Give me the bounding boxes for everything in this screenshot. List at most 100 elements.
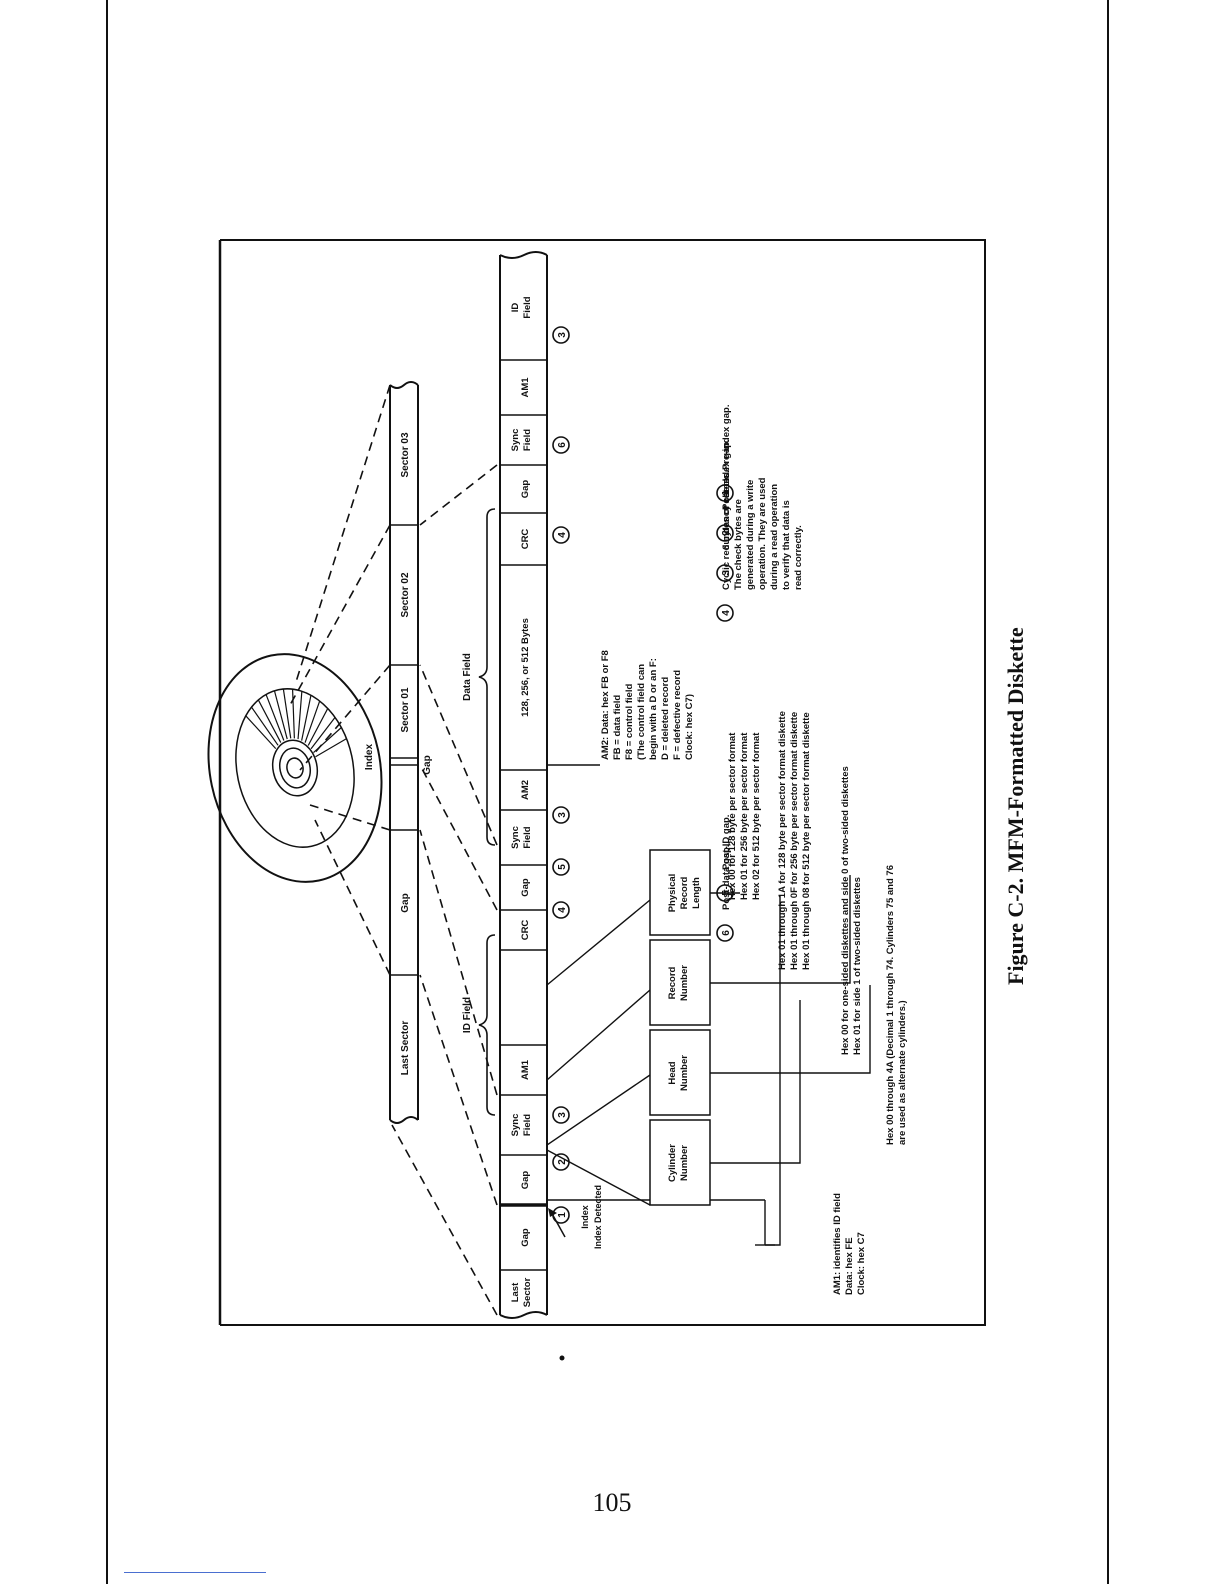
right-page-rule: [1107, 0, 1109, 1584]
am2-note: AM2: Data: hex FB or F8FB = data fieldF8…: [600, 650, 695, 760]
head-note: Hex 00 for one-sided diskettes and side …: [840, 766, 863, 1055]
top-track-cell-label: Last Sector: [400, 1021, 411, 1076]
dashed-line: [419, 974, 498, 1206]
svg-text:5: 5: [721, 890, 732, 896]
main-track-labels: LastSectorGapGapSyncFieldAM1CRCGapSyncFi…: [510, 296, 533, 1307]
subfield-label: PhysicalRecordLength: [667, 874, 702, 913]
id-field-brace: [478, 934, 496, 1116]
legend-entry: 4 Cyclic redundancy check.The check bytes…: [716, 473, 804, 622]
legend-entry: 2 Post-index gap.: [716, 439, 734, 542]
main-track-strip: LastSectorGapGapSyncFieldAM1CRCGapSyncFi…: [499, 251, 570, 1319]
id-field-label: ID Field: [462, 997, 473, 1033]
left-page-rule: [106, 0, 108, 1584]
figure-caption: Figure C-2. MFM-Formatted Diskette: [1003, 627, 1028, 985]
top-gap-label: Gap: [422, 755, 433, 774]
circled-marker-3: 3: [552, 806, 570, 824]
disk-ray: [297, 691, 303, 740]
top-track-cell-label: Sector 01: [400, 687, 411, 732]
bottom-link-rule: [124, 1572, 266, 1573]
top-track-dividers: [390, 524, 418, 976]
subfield-label: CylinderNumber: [667, 1144, 690, 1182]
legend: 1 Pre-index gap. 2 Post-index gap.36 bytes …: [716, 405, 804, 942]
disk-ray: [304, 700, 321, 743]
subfield-fan: [546, 899, 766, 1246]
svg-text:2: 2: [721, 530, 732, 536]
legend-entry: 36 bytes of zeroes.: [716, 470, 734, 582]
svg-text:6: 6: [557, 442, 568, 448]
main-track-cell-label: IDField: [510, 296, 533, 318]
dashed-line: [419, 829, 498, 1096]
subfield-box: HeadNumber: [649, 1029, 711, 1116]
legend-text: Cyclic redundancy check.The check bytes …: [721, 473, 804, 590]
svg-text:4: 4: [557, 532, 568, 538]
dashed-line: [299, 664, 391, 771]
index-detected-1: Index: [580, 1205, 590, 1229]
disk-ray: [257, 699, 282, 743]
main-track-cell-label: Gap: [520, 878, 531, 897]
legend-entry: 1 Pre-index gap.: [716, 405, 734, 502]
cylinder-note: Hex 00 through 4A (Decimal 1 through 74.…: [885, 865, 908, 1145]
main-track-cell-label: 128, 256, or 512 Bytes: [520, 618, 531, 717]
main-track-cell-label: AM2: [520, 780, 531, 800]
disk-sector-lines: [245, 688, 347, 758]
svg-text:1: 1: [557, 1212, 568, 1218]
main-track-cell-label: LastSector: [510, 1277, 533, 1307]
index-arrow-head: [548, 1208, 557, 1217]
main-track-cell-label: CRC: [520, 920, 531, 941]
index-detected-label: Index Detected: [593, 1185, 603, 1249]
svg-text:4: 4: [557, 907, 568, 913]
top-track-cell-label: Sector 03: [400, 432, 411, 477]
dashed-line: [419, 664, 498, 846]
main-track-cell-label: Gap: [520, 480, 531, 499]
legend-entry: 5 Post-ID gap.: [716, 815, 734, 902]
disk-ray: [245, 715, 277, 749]
legend-text: Pre-index gap.: [721, 405, 732, 470]
dashed-line: [314, 819, 391, 976]
notes-text: AM1: identifies ID fieldData: hex FECloc…: [600, 650, 908, 1295]
circled-marker-6: 6: [552, 436, 570, 454]
legend-text: Post-index gap.: [721, 439, 732, 510]
legend-text: 6 bytes of zeroes.: [721, 470, 732, 550]
dashed-line: [391, 1124, 498, 1316]
top-track-cell-label: Sector 02: [400, 572, 411, 617]
disk-ray: [282, 688, 292, 739]
main-track-cell-label: AM1: [520, 377, 531, 398]
legend-text: Post-ID gap.: [721, 815, 732, 870]
svg-text:3: 3: [557, 1112, 568, 1118]
circled-marker-5: 5: [552, 858, 570, 876]
diskette-drawing: [207, 653, 383, 883]
main-track-cell-label: AM1: [520, 1059, 531, 1080]
circled-marker-2: 2: [552, 1153, 570, 1171]
main-track-markers: 1 2 3 4 5 3 4 6 3: [552, 326, 570, 1224]
main-track-cell-label: Gap: [520, 1228, 531, 1247]
disk-ray: [251, 706, 279, 746]
svg-text:2: 2: [557, 1159, 568, 1165]
dashed-connectors: [289, 384, 498, 1316]
svg-text:5: 5: [557, 864, 568, 870]
page-number: 105: [592, 1488, 632, 1517]
data-field-label: Data Field: [462, 653, 473, 701]
main-track-cell-label: CRC: [520, 529, 531, 550]
notes-rotated: AM1: identifies ID fieldData: hex FECloc…: [547, 405, 908, 1295]
disk-ray: [313, 727, 342, 754]
disk-ray: [310, 716, 336, 750]
subfield-box: PhysicalRecordLength: [649, 849, 711, 936]
subfield-label: RecordNumber: [667, 965, 690, 1001]
disk-ray: [273, 690, 288, 740]
subfield-box: RecordNumber: [649, 939, 711, 1026]
circled-marker-3: 3: [552, 1106, 570, 1124]
circled-marker-3: 3: [552, 326, 570, 344]
svg-text:4: 4: [721, 610, 732, 616]
svg-text:1: 1: [721, 490, 732, 496]
main-track-cell-label: SyncField: [510, 429, 533, 452]
main-track-dividers: [500, 359, 547, 1271]
subfield-label: HeadNumber: [667, 1055, 690, 1091]
disk-ray: [265, 694, 285, 741]
diagram-frame: [220, 239, 986, 1326]
svg-text:3: 3: [557, 812, 568, 818]
note-leaders: [547, 764, 871, 1246]
circled-marker-4: 4: [552, 526, 570, 544]
